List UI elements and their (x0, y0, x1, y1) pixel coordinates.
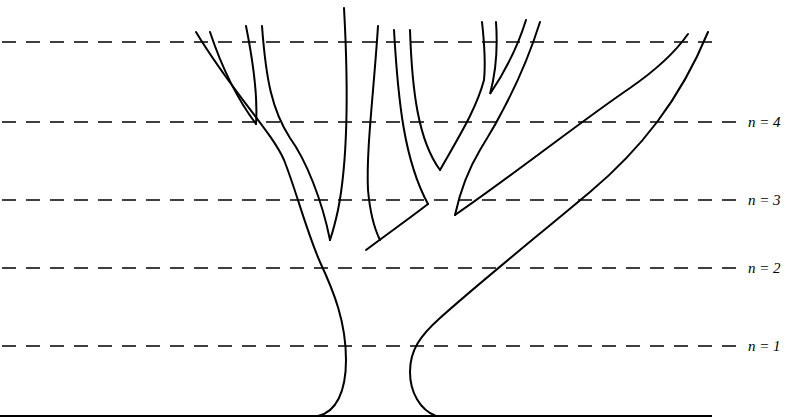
branch-edge (262, 26, 330, 240)
ground-line (0, 415, 712, 417)
tree-outline (196, 8, 708, 416)
twig-edge (490, 20, 526, 94)
limb-edge (455, 34, 688, 215)
branch-edge (410, 30, 440, 170)
dashed-line (2, 267, 740, 269)
level-label: n = 3 (746, 192, 783, 209)
level-label: n = 2 (746, 260, 783, 277)
limb-edge (410, 32, 708, 416)
stem-edge (368, 26, 380, 240)
branch-edge (366, 204, 428, 250)
branch-edge (440, 22, 485, 170)
level-label: n = 4 (746, 114, 783, 131)
level-label: n = 1 (746, 338, 783, 355)
branch-edge (246, 26, 257, 124)
stem-edge (330, 8, 346, 240)
dashed-line (2, 199, 740, 201)
dashed-line (2, 345, 740, 347)
branch-edge (455, 22, 540, 215)
dashed-line (2, 41, 712, 43)
